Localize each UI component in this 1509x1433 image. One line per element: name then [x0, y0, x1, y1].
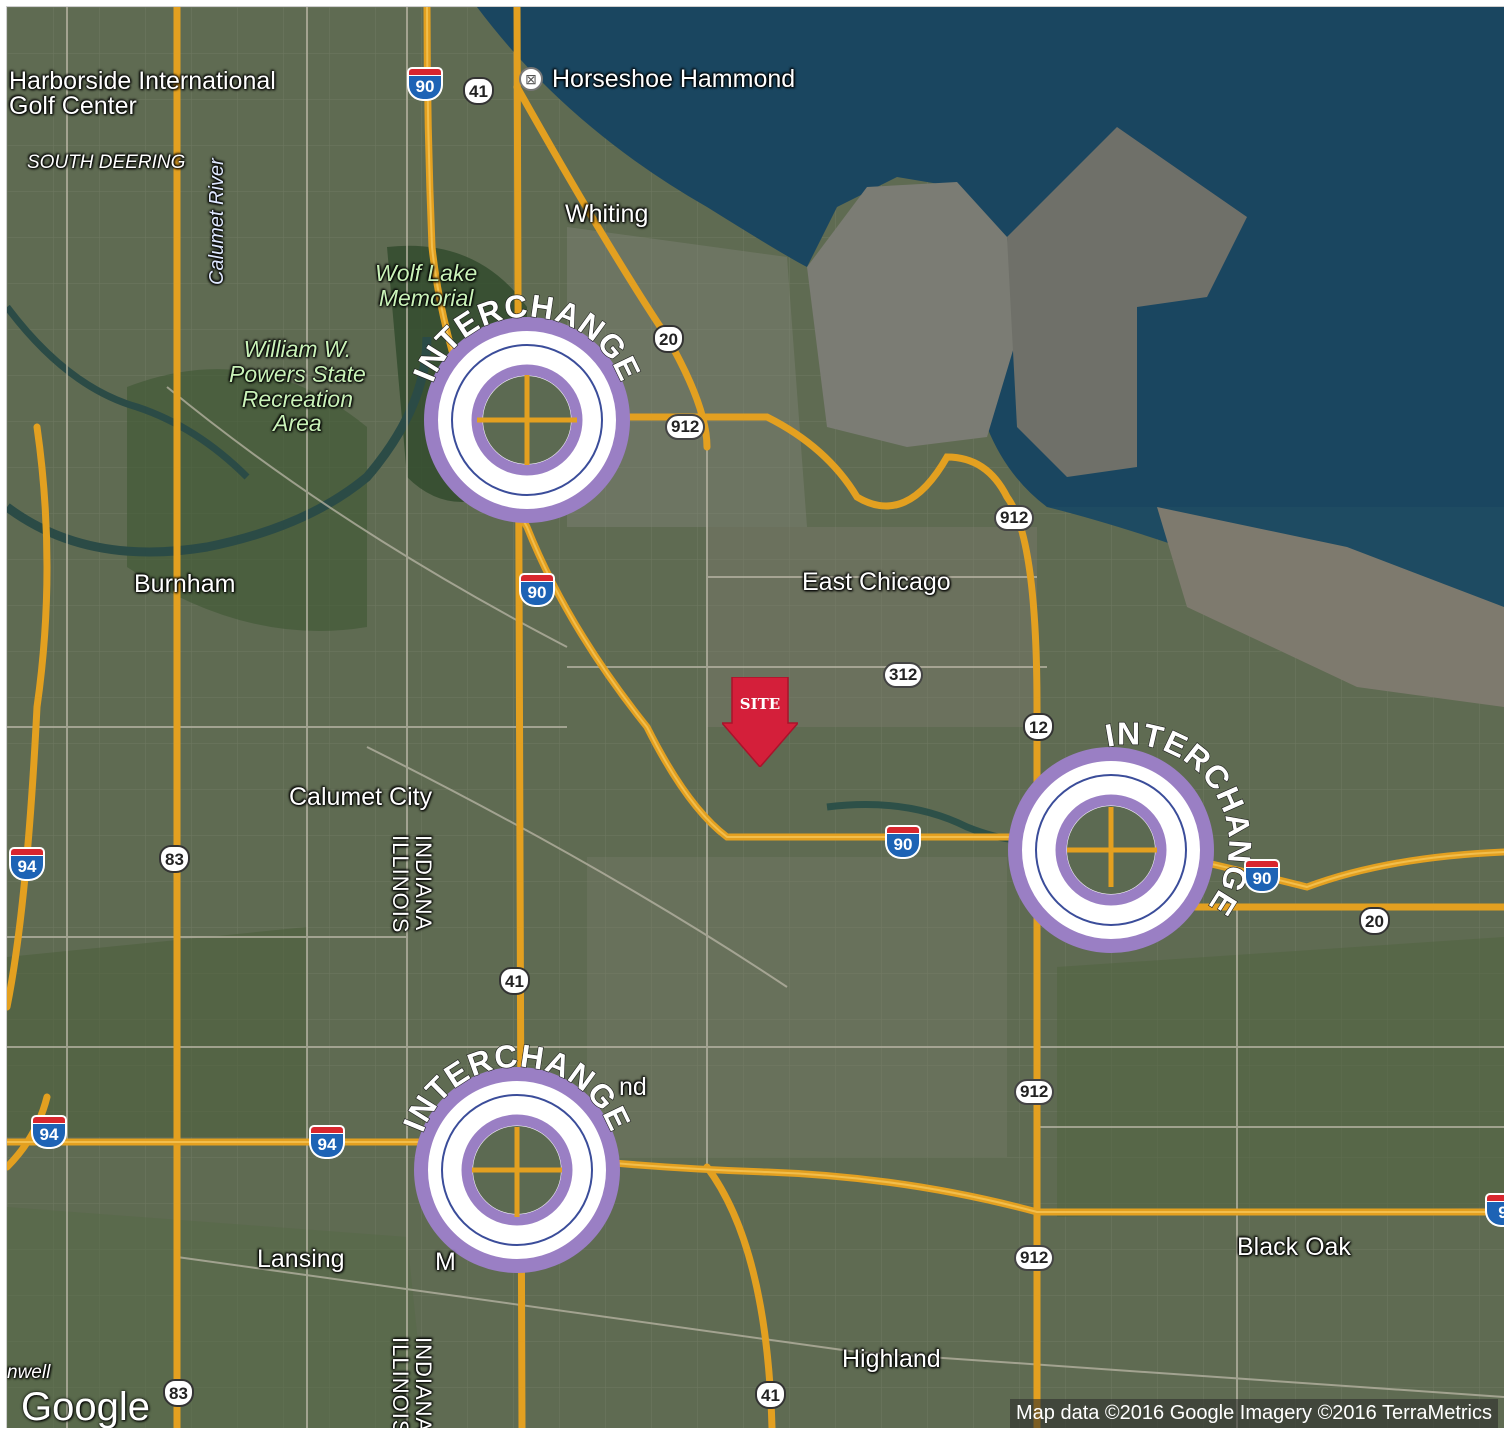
- interstate-shield-90: 90: [407, 67, 443, 101]
- label-wolf-lake-memorial: Wolf Lake Memorial: [375, 260, 478, 312]
- label-harborside-golf-center: Harborside International Golf Center: [9, 67, 276, 120]
- interchange-ring-south: INTERCHANGE: [395, 1037, 638, 1273]
- interstate-shield-edge: 9: [1485, 1193, 1504, 1227]
- us-shield-83: 83: [159, 845, 190, 873]
- us-shield-20: 20: [1359, 907, 1390, 935]
- label-highland: Highland: [842, 1345, 941, 1373]
- label-burnham: Burnham: [134, 570, 236, 598]
- label-whiting: Whiting: [565, 200, 649, 228]
- state-shield-912: 912: [1014, 1079, 1055, 1105]
- us-shield-41: 41: [463, 77, 494, 105]
- label-state-line-2: INDIANA ILLINOIS: [387, 1337, 436, 1428]
- interstate-shield-94: 94: [9, 847, 45, 881]
- label-lansing: Lansing: [257, 1245, 345, 1273]
- map-attribution[interactable]: Map data ©2016 Google Imagery ©2016 Terr…: [1009, 1399, 1498, 1428]
- interstate-shield-94: 94: [31, 1115, 67, 1149]
- label-south-deering: SOUTH DEERING: [27, 152, 186, 173]
- us-shield-41: 41: [755, 1381, 786, 1409]
- google-logo: Google: [21, 1385, 150, 1428]
- site-label: SITE: [739, 695, 781, 713]
- label-calumet-river: Calumet River: [206, 158, 228, 285]
- state-shield-312: 312: [883, 662, 924, 688]
- lake-michigan: [477, 7, 1504, 697]
- map-canvas[interactable]: INTERCHANGE INTERCHANGE INTERCHANGE Harb…: [6, 6, 1504, 1428]
- casino-icon[interactable]: ⊠: [519, 67, 543, 91]
- label-horseshoe-hammond[interactable]: Horseshoe Hammond: [552, 65, 796, 93]
- state-shield-912: 912: [994, 505, 1035, 531]
- state-shield-12: 12: [1023, 713, 1054, 741]
- label-east-chicago: East Chicago: [802, 568, 951, 596]
- label-state-line-1: INDIANA ILLINOIS: [387, 835, 436, 934]
- label-hammond-fragment: nd: [619, 1073, 647, 1101]
- label-thornwell-fragment: nwell: [7, 1362, 51, 1383]
- us-shield-20: 20: [653, 325, 684, 353]
- interstate-shield-94: 94: [309, 1125, 345, 1159]
- site-arrow-icon: [722, 677, 798, 767]
- us-shield-41: 41: [499, 967, 530, 995]
- label-powers-state-recreation-area: William W. Powers State Recreation Area: [229, 336, 366, 437]
- label-black-oak: Black Oak: [1237, 1233, 1351, 1261]
- site-marker[interactable]: SITE: [722, 677, 798, 767]
- state-shield-912: 912: [665, 414, 706, 440]
- state-shield-912: 912: [1014, 1245, 1055, 1271]
- label-calumet-city: Calumet City: [289, 783, 433, 811]
- label-munster-fragment: M: [435, 1248, 456, 1276]
- interstate-shield-90: 90: [1244, 859, 1280, 893]
- us-shield-83: 83: [163, 1379, 194, 1407]
- interstate-shield-90: 90: [519, 573, 555, 607]
- interstate-shield-90: 90: [885, 825, 921, 859]
